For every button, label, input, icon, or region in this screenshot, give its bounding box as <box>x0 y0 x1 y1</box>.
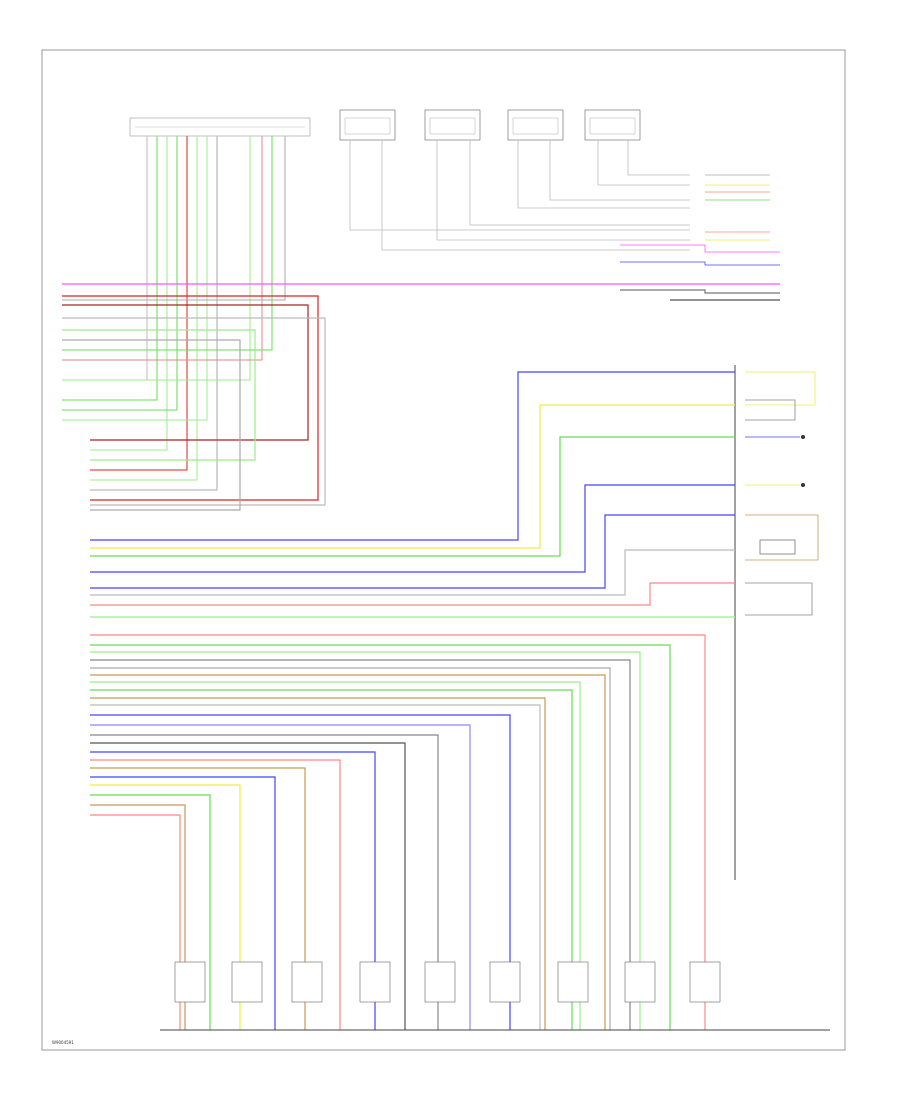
diagram-code: W9004591 <box>52 1040 74 1045</box>
top-connector-wires <box>62 136 286 491</box>
solenoid-3 <box>291 961 323 1003</box>
speed-sensor-1 <box>339 109 396 141</box>
solenoid-5 <box>424 961 456 1003</box>
sensor-leads <box>349 140 780 266</box>
right-components <box>745 371 819 616</box>
pressure-sensor <box>689 961 721 1003</box>
speed-sensor-4 <box>584 109 641 141</box>
top-left-connector <box>129 117 311 137</box>
left-upper-bus <box>62 283 780 511</box>
solenoid-7 <box>557 961 589 1003</box>
solenoid-6 <box>489 961 521 1003</box>
speed-sensor-3 <box>507 109 564 141</box>
top-sensors-group <box>339 109 641 141</box>
solenoid-8 <box>624 961 656 1003</box>
solenoid-2 <box>231 961 263 1003</box>
solenoid-1 <box>174 961 206 1003</box>
solenoid-4 <box>359 961 391 1003</box>
speed-sensor-2 <box>424 109 481 141</box>
solenoids-group <box>174 961 721 1003</box>
middle-wires <box>90 371 735 618</box>
diagram-border <box>41 49 846 1051</box>
lower-bus <box>90 634 706 1030</box>
